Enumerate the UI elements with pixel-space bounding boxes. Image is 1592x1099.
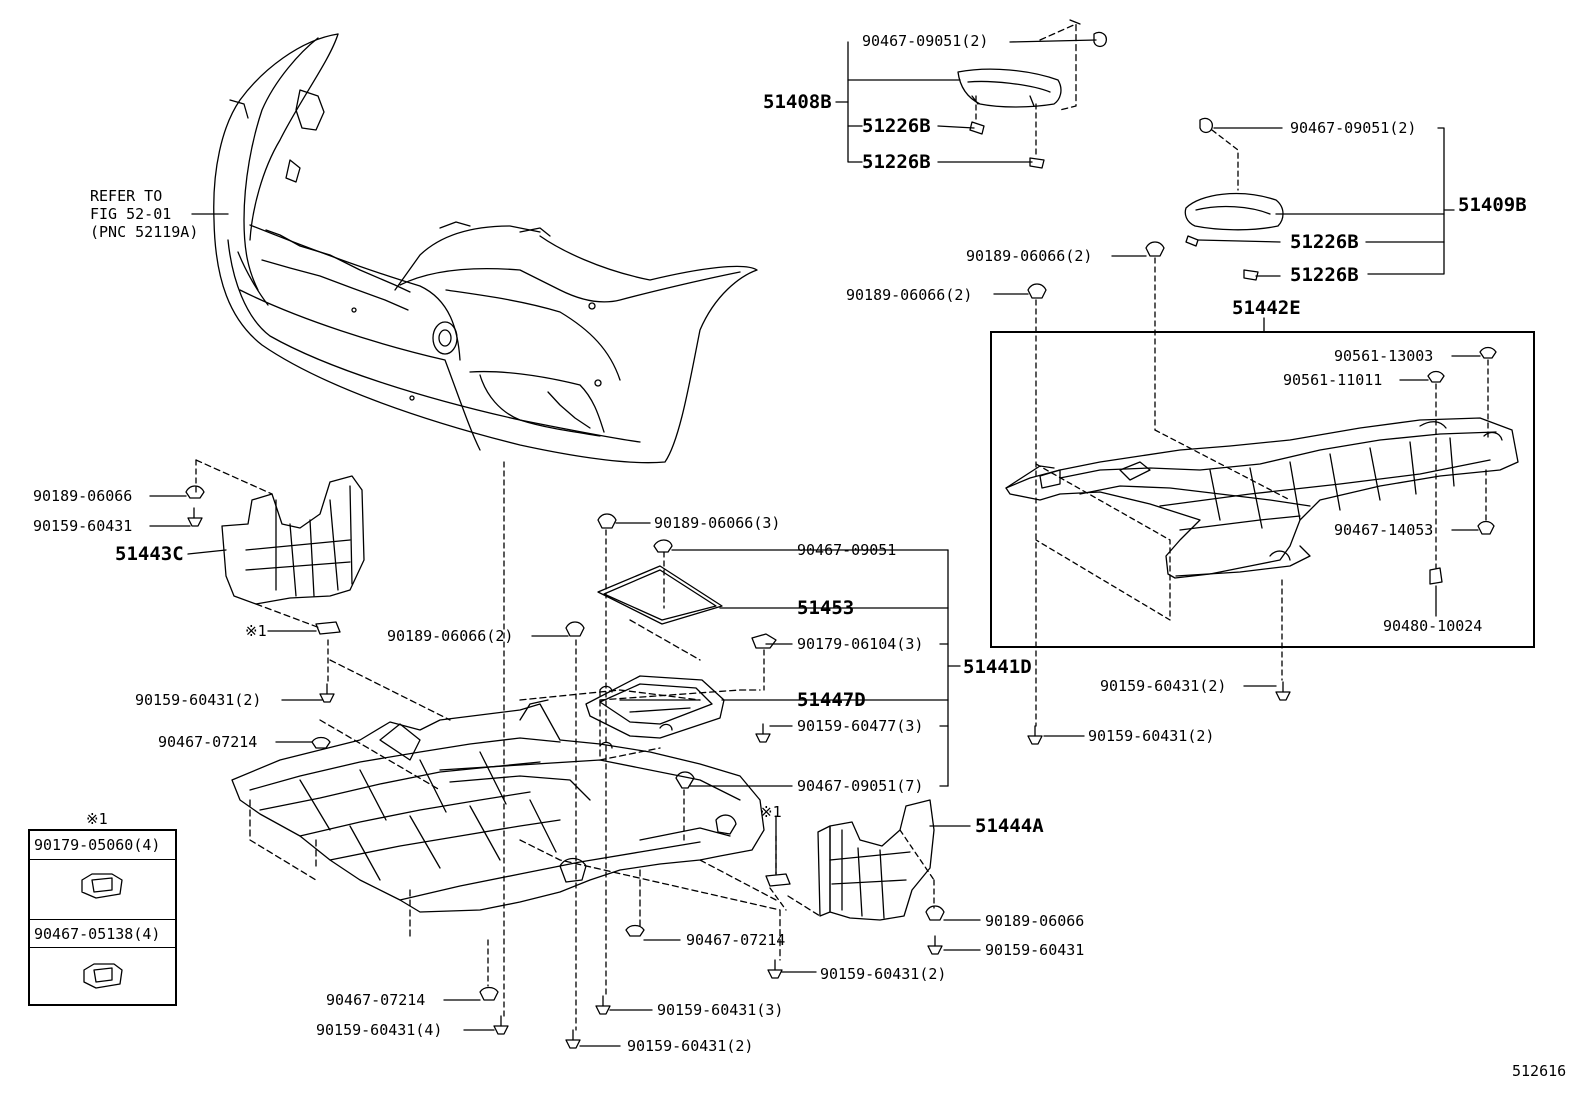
undercover-51442E-box xyxy=(990,331,1535,648)
part-label[interactable]: 90189-06066(2) xyxy=(966,247,1093,265)
part-51408B-bracket xyxy=(957,19,1107,169)
part-51447D-bracket xyxy=(585,633,777,739)
part-label[interactable]: 90159-60431(2) xyxy=(1088,727,1215,745)
refer-note-line2: FIG 52-01 xyxy=(90,205,172,223)
part-51441D-main-undercover xyxy=(231,619,781,961)
part-label[interactable]: 51226B xyxy=(1290,231,1359,253)
part-label[interactable]: 90467-09051 xyxy=(797,541,897,559)
leader-lines xyxy=(149,39,1481,1047)
assembly-51453-label[interactable]: 51453 xyxy=(797,597,855,619)
part-label[interactable]: 90480-10024 xyxy=(1383,617,1483,635)
part-label[interactable]: 90159-60431(2) xyxy=(627,1037,754,1055)
refer-note-line1: REFER TO xyxy=(90,187,163,205)
part-51443C-side-cover xyxy=(195,459,365,629)
part-label[interactable]: 90189-06066(2) xyxy=(846,286,973,304)
diagram-id: 512616 xyxy=(1512,1062,1567,1080)
part-label[interactable]: 90189-06066 xyxy=(33,487,133,505)
part-51453-plate xyxy=(597,539,723,625)
part-label[interactable]: 90467-14053 xyxy=(1334,521,1434,539)
legend-title: ※1 xyxy=(86,810,108,828)
part-label[interactable]: 90159-60431 xyxy=(985,941,1085,959)
part-label[interactable]: 90467-09051(2) xyxy=(862,32,989,50)
part-label[interactable]: 90159-60431(2) xyxy=(135,691,262,709)
part-label[interactable]: 90561-11011 xyxy=(1283,371,1383,389)
assembly-51443C-label[interactable]: 51443C xyxy=(115,543,184,565)
part-51442E-undercover xyxy=(1005,346,1519,681)
fastener-icons-left xyxy=(185,485,341,749)
part-label[interactable]: 90189-06066(2) xyxy=(387,627,514,645)
part-label[interactable]: 51226B xyxy=(862,151,931,173)
part-label[interactable]: 90189-06066(3) xyxy=(654,514,781,532)
part-label[interactable]: 51226B xyxy=(1290,264,1359,286)
legend-icon-cell xyxy=(30,859,175,918)
note-mark-right: ※1 xyxy=(760,803,782,821)
part-label[interactable]: 90561-13003 xyxy=(1334,347,1434,365)
legend-row: 90467-05138(4) xyxy=(30,919,175,948)
legend-part-label[interactable]: 90467-05138(4) xyxy=(34,925,161,943)
part-label[interactable]: 51226B xyxy=(862,115,931,137)
part-label[interactable]: 90467-07214 xyxy=(326,991,426,1009)
fastener-icons-right xyxy=(1027,241,1291,745)
part-label[interactable]: 90159-60431(4) xyxy=(316,1021,443,1039)
legend-icon-cell xyxy=(30,947,175,1005)
assembly-51442E-label[interactable]: 51442E xyxy=(1232,297,1301,319)
refer-note-line3: (PNC 52119A) xyxy=(90,223,199,241)
part-label[interactable]: 90467-07214 xyxy=(686,931,786,949)
part-label[interactable]: 90189-06066 xyxy=(985,912,1085,930)
front-bumper-cover xyxy=(213,33,758,464)
note-mark-left: ※1 xyxy=(245,622,267,640)
part-51444A-side-cover xyxy=(787,799,945,955)
part-label[interactable]: 90467-09051(2) xyxy=(1290,119,1417,137)
part-label[interactable]: 90467-07214 xyxy=(158,733,258,751)
legend-part-label[interactable]: 90179-05060(4) xyxy=(34,836,161,854)
part-label[interactable]: 90467-09051(7) xyxy=(797,777,924,795)
legend-nut-icons xyxy=(81,873,123,989)
assembly-51444A-label[interactable]: 51444A xyxy=(975,815,1044,837)
part-label[interactable]: 90159-60431(2) xyxy=(820,965,947,983)
part-label[interactable]: 90179-06104(3) xyxy=(797,635,924,653)
legend-row: 90179-05060(4) xyxy=(30,831,175,859)
part-label[interactable]: 90159-60431(2) xyxy=(1100,677,1227,695)
part-label[interactable]: 90159-60431 xyxy=(33,517,133,535)
part-label[interactable]: 90159-60431(3) xyxy=(657,1001,784,1019)
part-label[interactable]: 90159-60477(3) xyxy=(797,717,924,735)
part-51409B-bracket xyxy=(1184,117,1284,281)
assembly-51441D-label[interactable]: 51441D xyxy=(963,656,1032,678)
assembly-51408B-label[interactable]: 51408B xyxy=(763,91,832,113)
assembly-51447D-label[interactable]: 51447D xyxy=(797,689,866,711)
assembly-51409B-label[interactable]: 51409B xyxy=(1458,194,1527,216)
legend-box: 90179-05060(4) 90467-05138(4) xyxy=(28,829,177,1006)
